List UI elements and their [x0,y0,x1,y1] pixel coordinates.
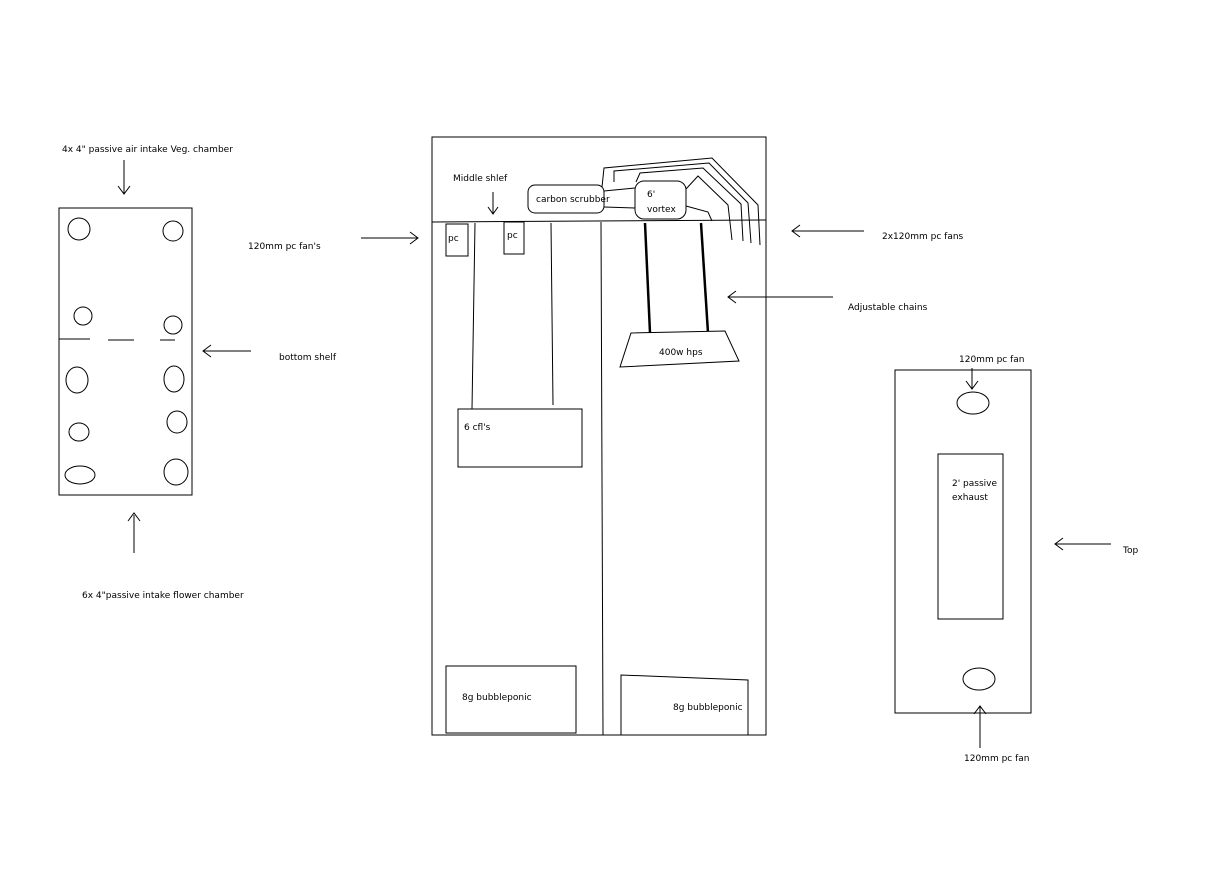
passive-exhaust-label-line1: 2' passive [952,479,997,489]
arrow-head [965,380,979,390]
arrow-head [127,512,141,522]
vortex-fan [634,180,687,220]
arrow-head [727,290,737,304]
intake-hole [162,220,184,242]
top-panel-view: 2' passive exhaust 120mm pc fan Top 120m… [894,355,1138,764]
pc-fan-box-label: pc [507,231,518,241]
flower-intake-label: 6x 4"passive intake flower chamber [82,591,244,601]
arrow-head [973,705,987,715]
pc-fans-label: 120mm pc fan's [248,242,321,252]
two-pc-fans-label: 2x120mm pc fans [882,232,964,242]
vortex-label-line2: vortex [647,205,676,215]
bubbleponic-left [445,665,577,734]
chamber-divider [600,221,604,736]
bubbleponic-right [620,674,749,735]
cabinet-front-view: Middle shlef pc pc 120mm pc fan's carbon… [248,136,964,736]
pc-fan-box [445,223,469,257]
pc-fan-box-label: pc [448,234,459,244]
middle-shelf [431,219,767,223]
intake-hole [166,410,188,434]
passive-exhaust-label-line2: exhaust [952,493,988,503]
top-fan-label: 120mm pc fan [959,355,1024,365]
intake-hole [73,306,93,326]
carbon-scrubber [527,184,605,214]
vortex-label-line1: 6' [647,190,655,200]
arrow-head [117,185,131,195]
intake-hole [163,315,183,335]
veg-intake-label: 4x 4" passive air intake Veg. chamber [62,145,233,155]
intake-hole [64,465,96,485]
adjustable-chains-label: Adjustable chains [848,303,928,313]
arrow-head [1054,537,1064,551]
bubbleponic-right-label: 8g bubbleponic [673,703,743,713]
chain [699,222,710,334]
hps-label: 400w hps [659,348,703,358]
cfl-fixture [457,408,583,468]
middle-shelf-label: Middle shlef [453,174,508,184]
passive-exhaust [937,453,1004,620]
intake-hole [65,366,89,394]
ducting [601,157,761,246]
cfl-hanger [471,222,476,410]
bottom-shelf-label: bottom shelf [279,353,337,363]
intake-hole [163,365,185,393]
intake-hole [68,422,90,442]
cfl-hanger [550,222,554,406]
arrow-head [791,224,801,238]
hps-reflector [619,330,740,368]
bottom-panel-view: 4x 4" passive air intake Veg. chamber 6x… [58,145,337,601]
pc-fan-box [503,221,525,255]
bubbleponic-left-label: 8g bubbleponic [462,693,532,703]
arrow-head [409,231,419,245]
top-view-label: Top [1122,546,1138,556]
top-fan-hole [956,391,990,415]
chain [643,222,652,334]
intake-hole [67,217,91,241]
cfl-label: 6 cfl's [464,423,491,433]
arrow-head [202,344,212,358]
intake-hole [163,458,189,486]
arrow-head [487,206,499,215]
cabinet-outline [431,136,767,736]
bottom-fan-label: 120mm pc fan [964,754,1029,764]
bottom-panel-outline [58,207,193,496]
carbon-scrubber-label: carbon scrubber [536,195,610,205]
bottom-fan-hole [962,667,996,691]
